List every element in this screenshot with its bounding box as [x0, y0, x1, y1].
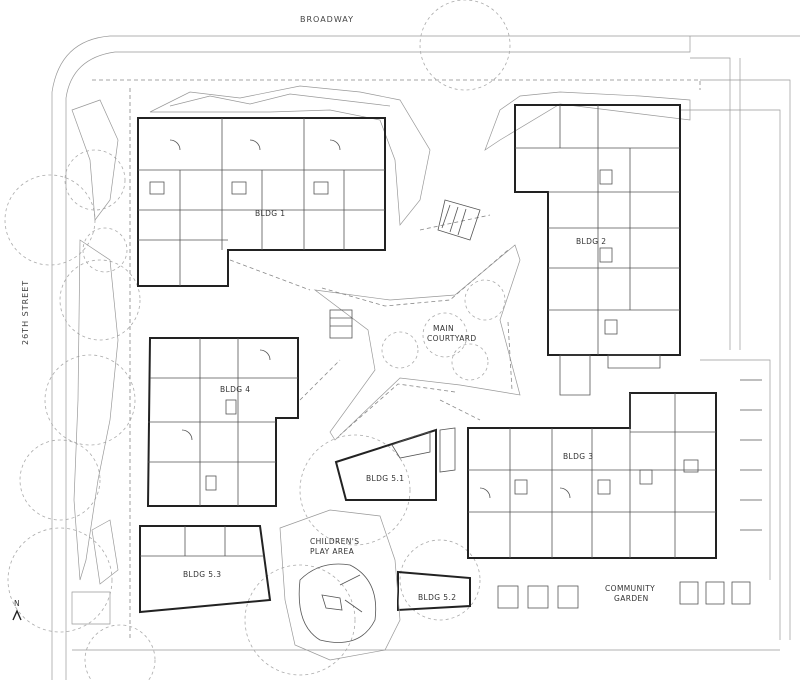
courtyard-label-line2: COURTYARD — [427, 334, 477, 343]
street-label-26th-street: 26TH STREET — [21, 280, 30, 345]
building-label-5-1: BLDG 5.1 — [366, 474, 404, 483]
building-label-2: BLDG 2 — [576, 237, 606, 246]
west-planting — [71, 99, 119, 585]
building-label-5-2: BLDG 5.2 — [418, 593, 456, 602]
stairs — [437, 199, 481, 473]
north-arrow-letter: N — [14, 599, 20, 608]
main-courtyard — [229, 214, 521, 441]
building-5-3 — [139, 525, 272, 614]
building-label-1: BLDG 1 — [255, 209, 285, 218]
play-area — [279, 509, 401, 661]
courtyard-label-line1: MAIN — [433, 324, 454, 333]
building-1 — [137, 117, 386, 287]
play-area-label-line2: PLAY AREA — [310, 547, 355, 556]
north-planting — [149, 85, 691, 226]
building-label-3: BLDG 3 — [563, 452, 593, 461]
building-5-2 — [397, 570, 471, 612]
building-2 — [514, 104, 681, 396]
building-4 — [146, 337, 299, 507]
trees — [4, 0, 511, 680]
building-label-5-3: BLDG 5.3 — [183, 570, 221, 579]
north-arrow-icon — [12, 609, 22, 621]
building-3 — [467, 392, 717, 559]
building-5-1 — [334, 428, 437, 501]
garden-label-line2: GARDEN — [614, 594, 649, 603]
north-arrow: N — [12, 599, 22, 621]
street-label-broadway: BROADWAY — [300, 15, 354, 24]
garden-label-line1: COMMUNITY — [605, 584, 655, 593]
play-area-label-line1: CHILDREN'S — [310, 537, 359, 546]
building-label-4: BLDG 4 — [220, 385, 250, 394]
community-garden — [497, 379, 762, 609]
site-boundary — [51, 35, 800, 680]
